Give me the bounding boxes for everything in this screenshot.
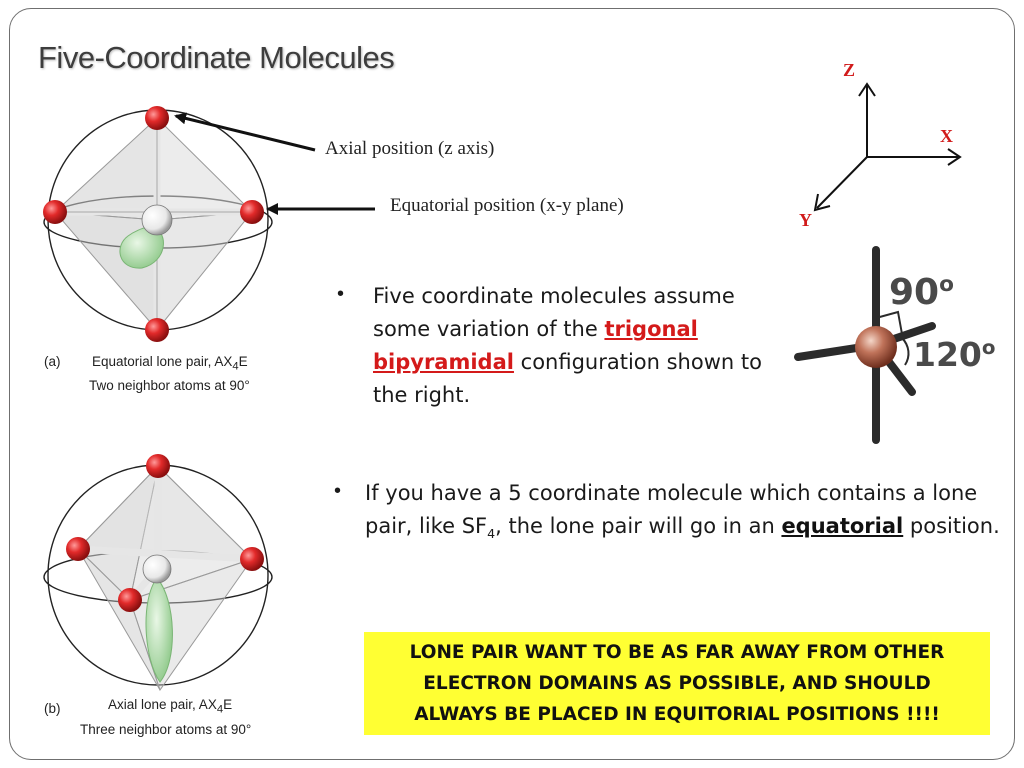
equatorial-position-label: Equatorial position (x-y plane) [390,195,624,216]
xyz-axes [813,82,962,212]
figure-a-atom-top [145,106,169,130]
figure-b-atom-top [146,454,170,478]
axial-position-label: Axial position (z axis) [325,138,495,159]
trigonal-bipyramid-model [794,246,936,444]
bullet-2-text: If you have a 5 coordinate molecule whic… [365,481,1000,542]
callout-text: LONE PAIR WANT TO BE AS FAR AWAY FROM OT… [409,642,945,725]
angle-90-label: 90o [889,272,954,313]
figure-b-atom-left [66,537,90,561]
figure-b-diagram [43,454,273,692]
slide-frame [9,8,1015,760]
figure-b-caption: Axial lone pair, AX4E [108,697,233,716]
figure-a-atom-left [43,200,67,224]
figure-a-lone-pair-lobe [119,225,164,269]
bullet-2-dot: • [334,480,342,502]
figure-a-caption: Equatorial lone pair, AX4E [92,354,248,373]
axis-y-label: Y [799,210,812,230]
axis-z-label: Z [843,60,856,80]
bullet-1-text: Five coordinate molecules assume some va… [373,284,762,407]
figure-b-atom-front [118,588,142,612]
figure-b-caption-line2: Three neighbor atoms at 90° [80,722,252,737]
figure-a-caption-line2: Two neighbor atoms at 90° [89,378,250,393]
figure-b-letter: (b) [44,701,61,716]
callout-box: LONE PAIR WANT TO BE AS FAR AWAY FROM OT… [364,632,990,735]
axis-x-label: X [940,126,953,146]
figure-b-lone-pair-lobe [145,577,173,683]
figure-a-atom-bottom [145,318,169,342]
figure-a-diagram [43,106,273,342]
angle-120-label: 120o [913,335,996,374]
figure-b-atom-right [240,547,264,571]
slide-title: Five-Coordinate Molecules [38,40,395,75]
figure-a-letter: (a) [44,354,61,369]
bullet-1-dot: • [337,283,345,305]
axial-arrow [174,112,316,152]
figure-a-atom-right [240,200,264,224]
